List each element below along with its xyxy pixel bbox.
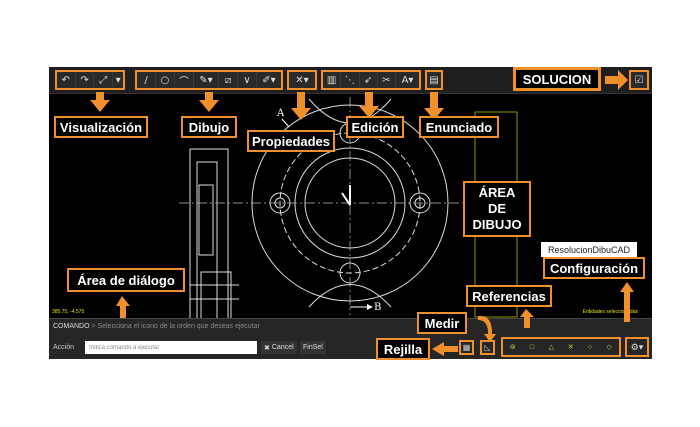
edicion-group: ▥ ⋱ ➶ ✂ A▾: [321, 70, 421, 90]
accion-label: Acción: [53, 344, 75, 351]
move-icon[interactable]: ➶: [360, 72, 378, 88]
pencil-icon[interactable]: ✎▾: [194, 72, 219, 88]
dibujo-group: / ○ ⌒ ✎▾ ⧄ ∨ ✐▾: [135, 70, 283, 90]
gear-icon: ⚙▾: [630, 341, 644, 352]
arc-icon[interactable]: ⌒: [175, 72, 194, 88]
callout-area-dibujo: ÁREA DE DIBUJO: [463, 181, 531, 237]
checkbox-icon[interactable]: ☑: [634, 74, 644, 86]
callout-enunciado: Enunciado: [419, 116, 499, 138]
status-selected: Entidades seleccionadas: [582, 309, 638, 315]
snap-references-group: ⊚ □ △ ✕ ○ ◇: [501, 337, 621, 357]
redo-icon[interactable]: ↷: [76, 72, 95, 88]
square-snap-icon[interactable]: □: [529, 343, 535, 351]
propiedades-group: ✕▾: [287, 70, 317, 90]
section-label-b: B: [374, 302, 382, 313]
ruler-icon[interactable]: ⧄: [219, 72, 238, 88]
angle-icon[interactable]: ∨: [238, 72, 257, 88]
callout-referencias: Referencias: [466, 285, 552, 307]
drawing-canvas[interactable]: [49, 94, 652, 318]
visualizacion-group: ↶ ↷ ⤢ ▾: [55, 70, 125, 90]
undo-icon[interactable]: ↶: [57, 72, 76, 88]
circle-snap-icon[interactable]: ○: [587, 343, 593, 351]
cancel-label: Cancel: [271, 344, 294, 351]
callout-solucion: SOLUCION: [513, 67, 601, 91]
grid-icon: ▦: [462, 343, 471, 352]
select-icon[interactable]: ⋱: [341, 72, 360, 88]
cross-snap-icon[interactable]: ✕: [567, 344, 574, 351]
grid-toggle-button[interactable]: ▦: [459, 340, 474, 355]
diamond-snap-icon[interactable]: ◇: [606, 344, 612, 351]
area-dibujo-line2: DE: [487, 201, 507, 216]
cancel-button[interactable]: ✖ Cancel: [261, 341, 297, 354]
triangle-snap-icon[interactable]: △: [548, 344, 554, 351]
enunciado-group: ▤: [425, 70, 443, 90]
command-input[interactable]: [85, 341, 257, 354]
measure-button[interactable]: ◺: [480, 340, 495, 355]
finsel-button[interactable]: FinSel: [300, 341, 326, 354]
text-icon[interactable]: A▾: [401, 74, 414, 86]
coordinate-readout: 385.75, -4.575: [52, 309, 85, 315]
command-prompt: Selecciona el icono de la orden que dese…: [97, 323, 260, 330]
document-icon[interactable]: ▤: [429, 74, 439, 86]
tooltip: ResolucionDibuCAD: [541, 242, 637, 257]
solucion-group: ☑: [629, 70, 649, 90]
callout-dibujo: Dibujo: [181, 116, 237, 138]
close-icon: ✖: [264, 344, 270, 352]
command-separator-icon: >: [91, 323, 98, 330]
callout-edicion: Edición: [346, 116, 404, 138]
callout-propiedades: Propiedades: [247, 130, 335, 152]
settings-button[interactable]: ⚙▾: [625, 337, 649, 357]
callout-visualizacion: Visualización: [54, 116, 148, 138]
callout-rejilla: Rejilla: [376, 338, 430, 360]
area-dibujo-line1: ÁREA: [478, 185, 516, 200]
measure-icon: ◺: [484, 343, 491, 352]
tools-icon[interactable]: ✕▾: [295, 74, 309, 86]
callout-medir: Medir: [417, 312, 467, 334]
command-line: COMANDO > Selecciona el icono de la orde…: [53, 323, 260, 330]
callout-area-dialogo: Área de diálogo: [67, 268, 185, 292]
line-icon[interactable]: /: [137, 72, 156, 88]
circle-icon[interactable]: ○: [156, 72, 175, 88]
side-view-outline: [189, 148, 229, 318]
callout-configuracion: Configuración: [543, 257, 645, 279]
section-arrow-b: [367, 304, 373, 310]
endpoint-snap-icon[interactable]: ⊚: [509, 344, 516, 351]
chevron-down-icon[interactable]: ▾: [115, 74, 121, 86]
edit-icon[interactable]: ✐▾: [262, 74, 276, 86]
command-label: COMANDO: [53, 323, 90, 330]
area-dibujo-line3: DIBUJO: [472, 217, 522, 232]
scissors-icon[interactable]: ✂: [378, 72, 396, 88]
section-label-a: A: [277, 108, 285, 119]
trash-icon[interactable]: ▥: [323, 72, 342, 88]
expand-icon[interactable]: ⤢: [94, 72, 114, 88]
command-area: COMANDO > Selecciona el icono de la orde…: [49, 318, 652, 359]
